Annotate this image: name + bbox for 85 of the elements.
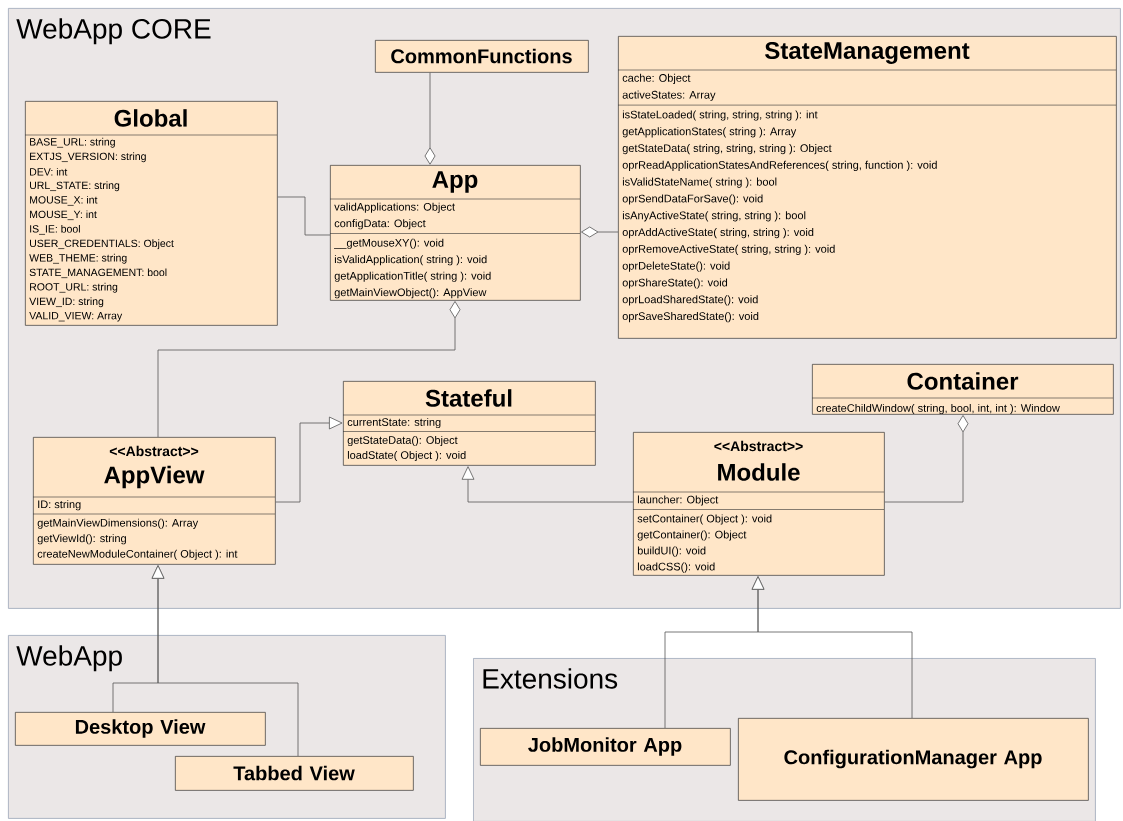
method-text: isValidApplication( string ): void [334, 255, 487, 266]
method-text: loadState( Object ): void [347, 450, 466, 462]
attribute-text: MOUSE_Y: int [30, 210, 97, 221]
connector [275, 416, 343, 503]
class-name: ConfigurationManager App [784, 749, 1042, 769]
connector [277, 196, 331, 236]
method-text: loadCSS(): void [637, 562, 715, 573]
package-title: WebApp CORE [16, 18, 211, 45]
method-text: createChildWindow( string, bool, int, int ): Window [816, 403, 1060, 415]
class-box [342, 381, 596, 466]
attribute-text: configData: Object [334, 219, 426, 230]
class-name: StateManagement [765, 42, 970, 64]
connector [884, 415, 969, 503]
connector [751, 576, 913, 719]
method-text: __getMouseXY(): void [334, 238, 444, 249]
method-text: getApplicationStates( string ): Array [622, 127, 797, 138]
method-text: buildUI(): void [637, 546, 706, 557]
attribute-text: launcher: Object [637, 495, 719, 506]
connector [157, 301, 461, 438]
attribute-text: VALID_VIEW: Array [29, 312, 123, 322]
method-text: getViewId(): string [37, 534, 126, 545]
class-box [480, 728, 731, 766]
class-name: Desktop View [75, 719, 206, 738]
class-box [738, 718, 1089, 801]
method-text: isValidStateName( string ): bool [622, 177, 777, 188]
class-name: Module [718, 463, 800, 481]
attribute-text: URL_STATE: string [30, 181, 120, 192]
attribute-text: cache: Object [622, 73, 691, 84]
class-name: App [432, 171, 478, 193]
class-name: AppView [104, 465, 205, 489]
class-name: JobMonitor App [528, 737, 682, 756]
class-name: CommonFunctions [391, 48, 572, 64]
class-box [175, 756, 414, 791]
method-text: createNewModuleContainer( Object ): int [37, 549, 238, 560]
class-box [15, 712, 266, 746]
attribute-text: BASE_URL: string [30, 137, 115, 148]
attribute-text: IS_IE: bool [30, 224, 80, 235]
attribute-text: validApplications: Object [334, 202, 455, 213]
attribute-text: VIEW_ID: string [29, 297, 104, 308]
method-text: oprLoadSharedState(): void [622, 295, 758, 306]
package-title: WebApp [16, 645, 122, 672]
method-text: isStateLoaded( string, string, string ): int [622, 110, 818, 121]
method-text: oprReadApplicationStatesAndReferences( string, function ): void [622, 160, 937, 171]
method-text: getApplicationTitle( string ): void [334, 271, 491, 282]
class-box [329, 165, 581, 301]
attribute-text: USER_CREDENTIALS: Object [30, 239, 174, 250]
method-text: getStateData( string, string, string ): Object [622, 144, 832, 155]
class-name: Tabbed View [233, 765, 355, 781]
method-text: getMainViewObject(): AppView [334, 288, 487, 299]
method-text: getMainViewDimensions(): Array [37, 518, 199, 529]
attribute-text: activeStates: Array [622, 90, 716, 101]
class-name: Global [114, 109, 187, 127]
class-box [24, 101, 278, 326]
attribute-text: ROOT_URL: string [30, 282, 118, 293]
method-text: oprSaveSharedState(): void [622, 312, 759, 323]
method-text: oprDeleteState(): void [622, 261, 730, 272]
class-box [375, 40, 589, 73]
method-text: oprRemoveActiveState( string, string ): void [622, 244, 835, 255]
stereotype-label: <<Abstract>> [714, 440, 803, 452]
method-text: getStateData(): Object [347, 435, 458, 447]
class-box [617, 36, 1117, 339]
attribute-text: ID: string [38, 500, 81, 511]
package-title: Extensions [483, 668, 618, 689]
attribute-text: MOUSE_X: int [30, 195, 98, 206]
method-text: isAnyActiveState( string, string ): bool [622, 211, 806, 222]
stereotype-label: <<Abstract>> [109, 445, 199, 457]
method-text: setContainer( Object ): void [637, 514, 772, 525]
attribute-text: STATE_MANAGEMENT: bool [29, 268, 167, 279]
method-text: oprSendDataForSave(): void [622, 194, 763, 205]
method-text: oprAddActiveState( string, string ): void [622, 228, 814, 239]
attribute-text: DEV: int [30, 167, 68, 176]
connector [581, 226, 619, 238]
class-box [632, 432, 885, 576]
class-name: Container [907, 372, 1019, 390]
connector [424, 72, 436, 165]
class-box [811, 364, 1114, 415]
connector [461, 466, 634, 503]
attribute-text: WEB_THEME: string [29, 253, 127, 264]
method-text: getContainer(): Object [637, 530, 747, 541]
class-name: Stateful [425, 389, 512, 407]
attribute-text: EXTJS_VERSION: string [30, 152, 146, 163]
attribute-text: currentState: string [347, 417, 441, 429]
class-box [32, 437, 276, 565]
method-text: oprShareState(): void [622, 278, 728, 289]
connector [151, 565, 299, 757]
